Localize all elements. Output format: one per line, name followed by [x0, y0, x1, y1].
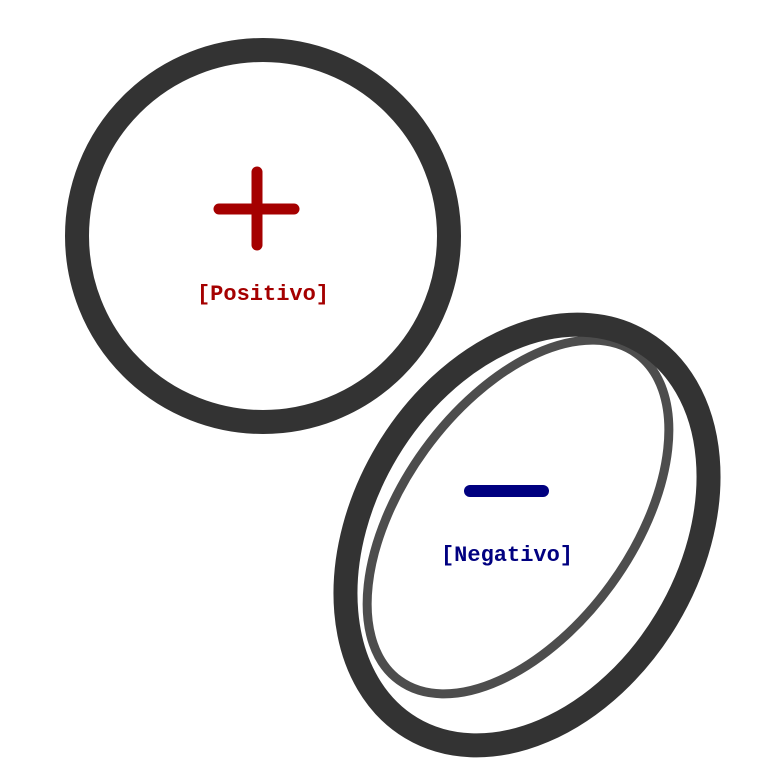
positive-terminal: [Positivo]	[65, 38, 461, 434]
negative-terminal: [Negativo]	[333, 312, 721, 758]
negative-terminal-rim	[333, 312, 721, 758]
negative-terminal-inner-rim	[362, 335, 674, 699]
plus-sign-icon	[213, 166, 300, 251]
negative-label: [Negativo]	[441, 543, 573, 568]
positive-label: [Positivo]	[197, 282, 329, 307]
positive-terminal-rim	[65, 38, 461, 434]
